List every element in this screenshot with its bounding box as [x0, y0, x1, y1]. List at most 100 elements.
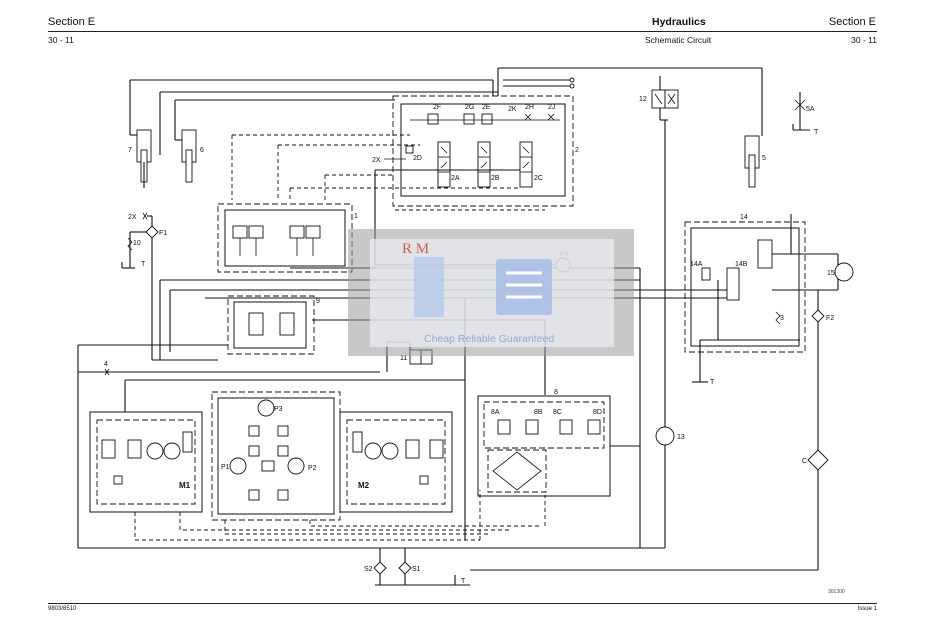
valve-9a	[248, 312, 264, 336]
valve-9b	[279, 312, 295, 336]
valve-2a	[437, 141, 451, 188]
valve-14b	[726, 267, 740, 301]
label-t-5a: T	[814, 129, 819, 136]
label-7: 7	[128, 147, 132, 154]
pump-15	[834, 262, 854, 282]
restrictor-2j	[547, 113, 555, 121]
watermark-logo: R M	[402, 241, 429, 257]
strainer-s2	[373, 561, 387, 575]
label-8d: 8D	[593, 409, 602, 416]
filter-f2	[811, 309, 825, 323]
label-3: 3	[780, 315, 784, 322]
label-f2: F2	[826, 315, 834, 322]
label-f1: F1	[159, 230, 167, 237]
label-t-14: T	[710, 379, 715, 386]
cylinder-5	[744, 135, 760, 188]
label-8c: 8C	[553, 409, 562, 416]
bridge-rectifier	[487, 449, 547, 493]
label-2g: 2G	[465, 104, 474, 111]
pump-p1	[229, 457, 247, 475]
motor-group-m1-inner	[96, 419, 196, 505]
check-2f	[427, 113, 439, 125]
motor-group-m2	[339, 411, 453, 513]
label-10: 10	[133, 240, 141, 247]
check-2e	[481, 113, 493, 125]
label-t-bottom: T	[461, 578, 466, 585]
motor-group-m2-inner	[346, 419, 446, 505]
label-8: 8	[554, 389, 558, 396]
label-12: 12	[639, 96, 647, 103]
label-s1: S1	[412, 566, 421, 573]
watermark: R M Cheap Reliable Guaranteed	[348, 229, 634, 356]
label-6: 6	[200, 147, 204, 154]
label-2e: 2E	[482, 104, 491, 111]
label-2b: 2B	[491, 175, 500, 182]
label-4: 4	[104, 361, 108, 368]
valve-block-9	[227, 295, 315, 355]
section-label-left: Section E	[48, 16, 96, 28]
footer-rule	[48, 603, 877, 604]
restrictor-5a	[792, 92, 810, 131]
label-2j: 2J	[548, 104, 555, 111]
label-2c: 2C	[534, 175, 543, 182]
label-2a: 2A	[451, 175, 460, 182]
check-14a	[701, 267, 711, 281]
motor-group-m1	[89, 411, 203, 513]
footer-doc-number: 9803/8510	[48, 606, 77, 612]
label-s2: S2	[364, 566, 373, 573]
motor-m2-components	[352, 431, 444, 485]
footer-issue: Issue 1	[857, 606, 877, 612]
valve-block-9-inner	[233, 301, 307, 349]
section-label-right: Section E	[828, 16, 876, 28]
label-m1: M1	[179, 481, 191, 490]
cylinder-6	[159, 91, 498, 183]
label-2k: 2K	[508, 106, 517, 113]
valve-12	[651, 76, 679, 548]
valve-block-1-valves	[232, 225, 321, 256]
label-9: 9	[316, 298, 320, 305]
pump-group-valves	[248, 425, 289, 501]
accumulator-13	[655, 426, 675, 446]
label-5: 5	[762, 155, 766, 162]
label-p1: P1	[221, 464, 230, 471]
valve-block-2	[392, 95, 574, 207]
check-2d	[405, 145, 414, 154]
watermark-tagline: Cheap Reliable Guaranteed	[424, 333, 554, 345]
cooler-c	[807, 449, 829, 471]
valve-3	[775, 311, 781, 325]
label-m2: M2	[358, 481, 370, 490]
label-c: C	[802, 458, 807, 465]
label-p3: P3	[274, 406, 283, 413]
valve-block-14-inner	[690, 227, 800, 347]
valve-block-2-inner	[400, 103, 566, 197]
valves-8a-8d	[497, 419, 601, 435]
page-number-right: 30 - 11	[851, 35, 877, 45]
label-14: 14	[740, 214, 748, 221]
filter-f1	[142, 212, 159, 239]
label-2d: 2D	[413, 155, 422, 162]
label-p2: P2	[308, 465, 317, 472]
valve-14-top	[757, 239, 773, 269]
label-2h: 2H	[525, 104, 534, 111]
header-rule	[48, 31, 877, 32]
label-1: 1	[354, 213, 358, 220]
check-2g	[463, 113, 475, 125]
pump-p3	[257, 399, 275, 417]
cylinder-7	[129, 79, 493, 188]
valve-10	[121, 231, 146, 269]
valve-block-8-inner	[483, 401, 605, 449]
page-subtitle: Schematic Circuit	[645, 35, 712, 45]
valve-2c	[519, 141, 533, 188]
restrictor-2h	[524, 113, 532, 121]
label-2f: 2F	[433, 104, 441, 111]
pump-p2	[287, 457, 305, 475]
motor-m1-components	[101, 431, 193, 485]
page-number-left: 30 - 11	[48, 35, 74, 45]
label-14b: 14B	[735, 261, 748, 268]
valve-block-14	[684, 221, 806, 353]
label-11: 11	[400, 355, 407, 362]
label-5a: 5A	[806, 106, 815, 113]
label-8a: 8A	[491, 409, 500, 416]
label-t-10: T	[141, 261, 146, 268]
label-2x-left: 2X	[128, 214, 137, 221]
